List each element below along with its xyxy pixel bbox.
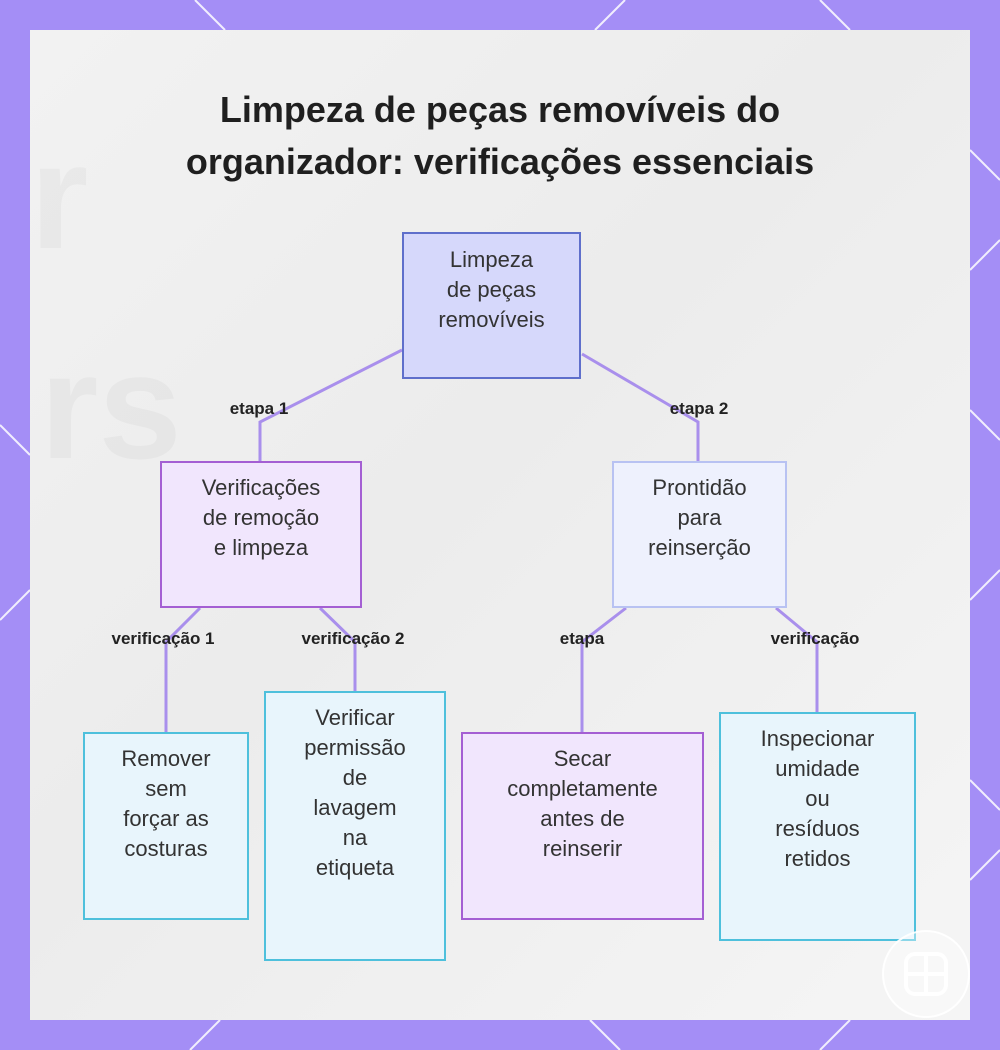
edge-reinsertion-to-inspect bbox=[775, 606, 819, 712]
node-removal-checks: Verificações de remoção e limpeza bbox=[160, 461, 362, 608]
grid-logo-icon bbox=[882, 930, 970, 1018]
edge-removal-to-remove bbox=[164, 606, 202, 732]
node-remove-no-force-label: Remover sem forçar as costuras bbox=[121, 746, 211, 861]
edge-root-to-removal bbox=[258, 348, 403, 462]
node-check-label: Verificar permissão de lavagem na etique… bbox=[264, 691, 446, 961]
edge-label-step1: etapa 1 bbox=[229, 399, 289, 418]
node-root-label: Limpeza de peças removíveis bbox=[438, 247, 545, 332]
edge-label-check2: verificação 2 bbox=[301, 629, 405, 648]
node-root: Limpeza de peças removíveis bbox=[402, 232, 581, 379]
page-title: Limpeza de peças removíveis do organizad… bbox=[185, 89, 815, 182]
node-dry-completely: Secar completamente antes de reinserir bbox=[461, 732, 704, 920]
node-inspect-moisture: Inspecionar umidade ou resíduos retidos bbox=[719, 712, 916, 941]
edge-root-to-reinsertion bbox=[581, 352, 700, 462]
edge-label-check1: verificação 1 bbox=[111, 629, 215, 648]
node-reinsertion: Prontidão para reinserção bbox=[612, 461, 787, 608]
node-check-label-label: Verificar permissão de lavagem na etique… bbox=[304, 705, 406, 880]
edge-label-step2: etapa 2 bbox=[669, 399, 729, 418]
node-inspect-moisture-label: Inspecionar umidade ou resíduos retidos bbox=[760, 726, 875, 871]
node-remove-no-force: Remover sem forçar as costuras bbox=[83, 732, 249, 920]
edge-label-step: etapa bbox=[559, 629, 605, 648]
edge-label-check: verificação bbox=[770, 629, 860, 648]
edge-removal-to-label bbox=[318, 606, 357, 691]
connector-lines bbox=[164, 348, 819, 732]
background-blur-2: r bbox=[30, 112, 89, 280]
node-reinsertion-label: Prontidão para reinserção bbox=[648, 475, 751, 560]
node-dry-completely-label: Secar completamente antes de reinserir bbox=[507, 746, 658, 861]
edge-reinsertion-to-dry bbox=[580, 606, 627, 732]
node-removal-checks-label: Verificações de remoção e limpeza bbox=[201, 475, 321, 560]
background-blur: rs bbox=[40, 322, 182, 490]
